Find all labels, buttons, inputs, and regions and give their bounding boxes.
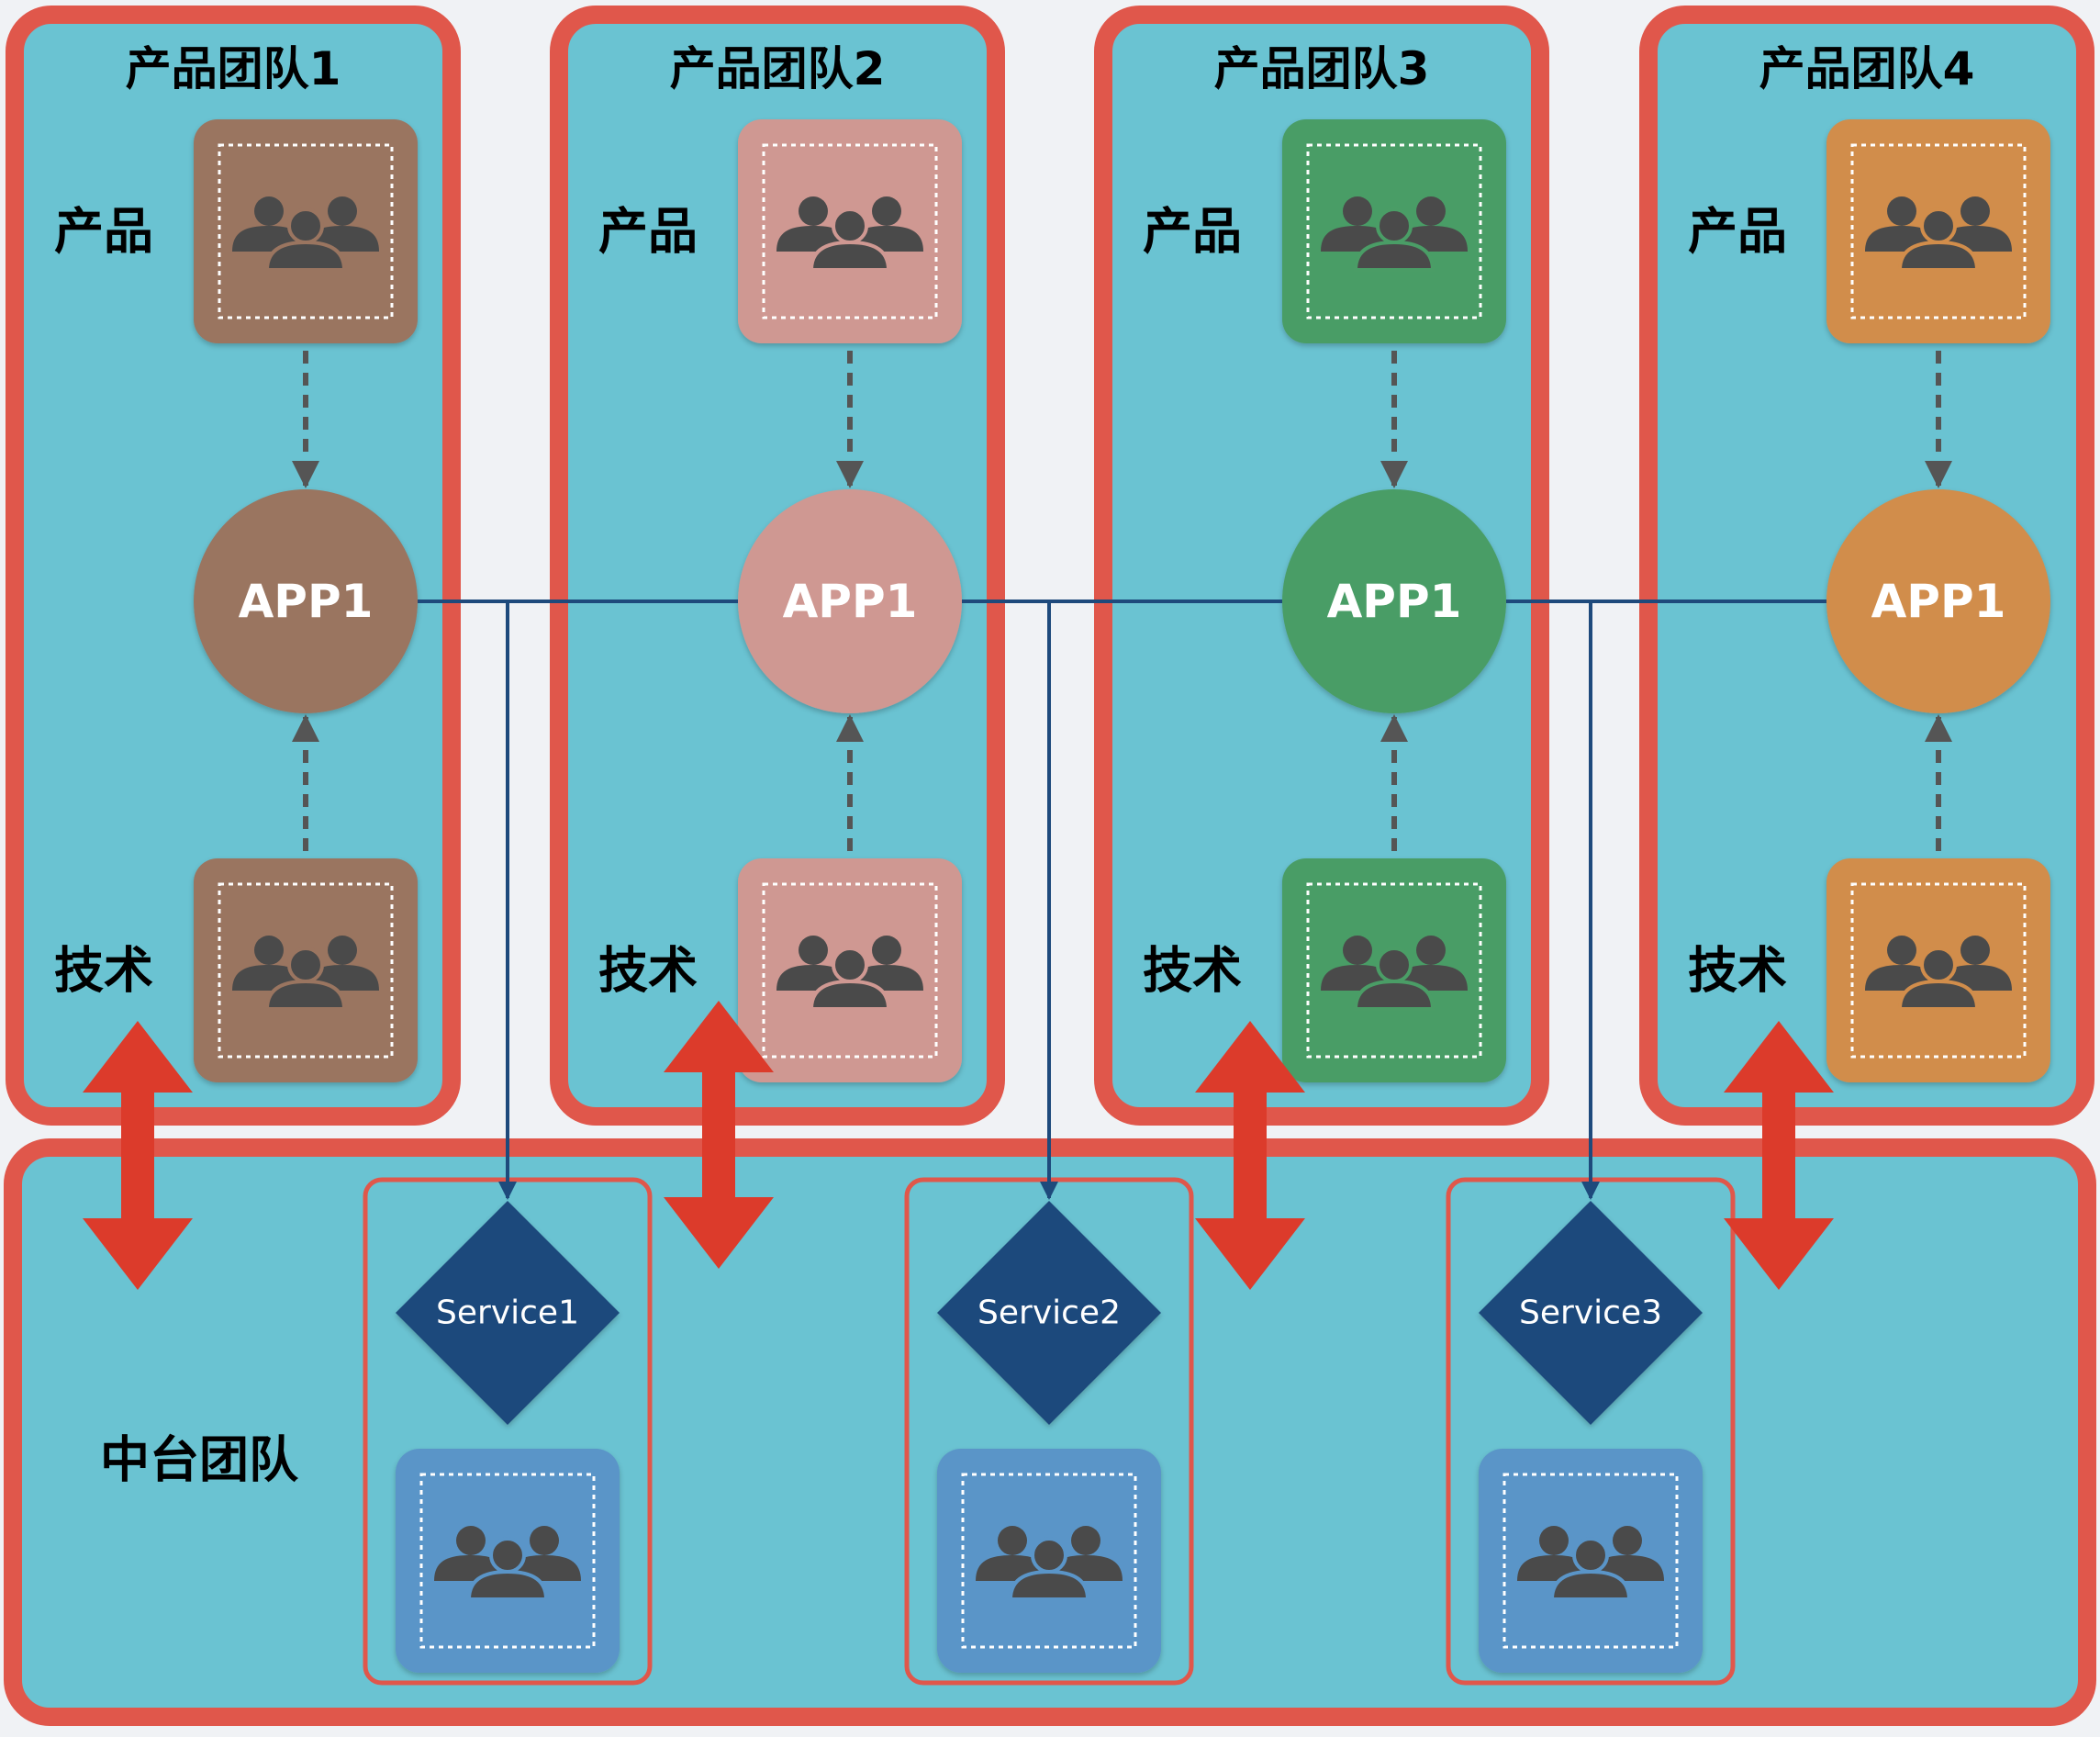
- team-title: 产品团队4: [1759, 42, 1975, 95]
- service-node: [937, 1201, 1161, 1425]
- product-team-tile-frame: [1306, 143, 1482, 319]
- service-team-tile: [937, 1449, 1161, 1673]
- product-role-label: 产品: [54, 203, 153, 261]
- app-node: [194, 489, 418, 713]
- tech-team-tile: [738, 858, 962, 1082]
- product-team-tile: [738, 119, 962, 343]
- app-label: APP1: [239, 575, 374, 628]
- tech-team-tile-frame: [218, 882, 394, 1059]
- tech-team-tile-frame: [762, 882, 938, 1059]
- tech-team-tile: [194, 858, 418, 1082]
- tech-team-tile-frame: [1306, 882, 1482, 1059]
- product-team-tile: [194, 119, 418, 343]
- team-platform-double-arrow: [664, 1001, 774, 1269]
- tech-team-tile: [1826, 858, 2050, 1082]
- tech-role-label: 技术: [1688, 942, 1787, 1000]
- team-platform-double-arrow: [1195, 1021, 1305, 1290]
- product-team-tile-frame: [762, 143, 938, 319]
- tech-team-tile-frame: [1850, 882, 2027, 1059]
- service-label: Service2: [977, 1294, 1121, 1332]
- service-node: [1479, 1201, 1703, 1425]
- service-team-tile: [396, 1449, 620, 1673]
- middle-platform-label: 中台团队: [100, 1431, 299, 1489]
- product-role-label: 产品: [1143, 203, 1242, 261]
- tech-team-tile: [1282, 858, 1506, 1082]
- team-platform-double-arrow: [1724, 1021, 1834, 1290]
- app-label: APP1: [783, 575, 918, 628]
- app-node: [1826, 489, 2050, 713]
- product-team-tile-frame: [218, 143, 394, 319]
- product-team-tile: [1282, 119, 1506, 343]
- service-team-tile: [1479, 1449, 1703, 1673]
- service-team-tile-frame: [961, 1473, 1137, 1649]
- product-role-label: 产品: [1688, 203, 1787, 261]
- service-team-tile-frame: [1502, 1473, 1679, 1649]
- app-label: APP1: [1327, 575, 1462, 628]
- app-label: APP1: [1871, 575, 2006, 628]
- app-node: [1282, 489, 1506, 713]
- team-title: 产品团队3: [1214, 42, 1430, 95]
- team-title: 产品团队2: [670, 42, 886, 95]
- team-platform-double-arrow: [83, 1021, 193, 1290]
- product-team-tile-frame: [1850, 143, 2027, 319]
- service-node: [396, 1201, 620, 1425]
- team-title: 产品团队1: [126, 42, 341, 95]
- tech-role-label: 技术: [598, 942, 698, 1000]
- service-label: Service1: [436, 1294, 579, 1332]
- tech-role-label: 技术: [54, 942, 153, 1000]
- service-label: Service3: [1519, 1294, 1662, 1332]
- product-team-tile: [1826, 119, 2050, 343]
- product-role-label: 产品: [598, 203, 698, 261]
- service-team-tile-frame: [419, 1473, 596, 1649]
- app-node: [738, 489, 962, 713]
- tech-role-label: 技术: [1143, 942, 1242, 1000]
